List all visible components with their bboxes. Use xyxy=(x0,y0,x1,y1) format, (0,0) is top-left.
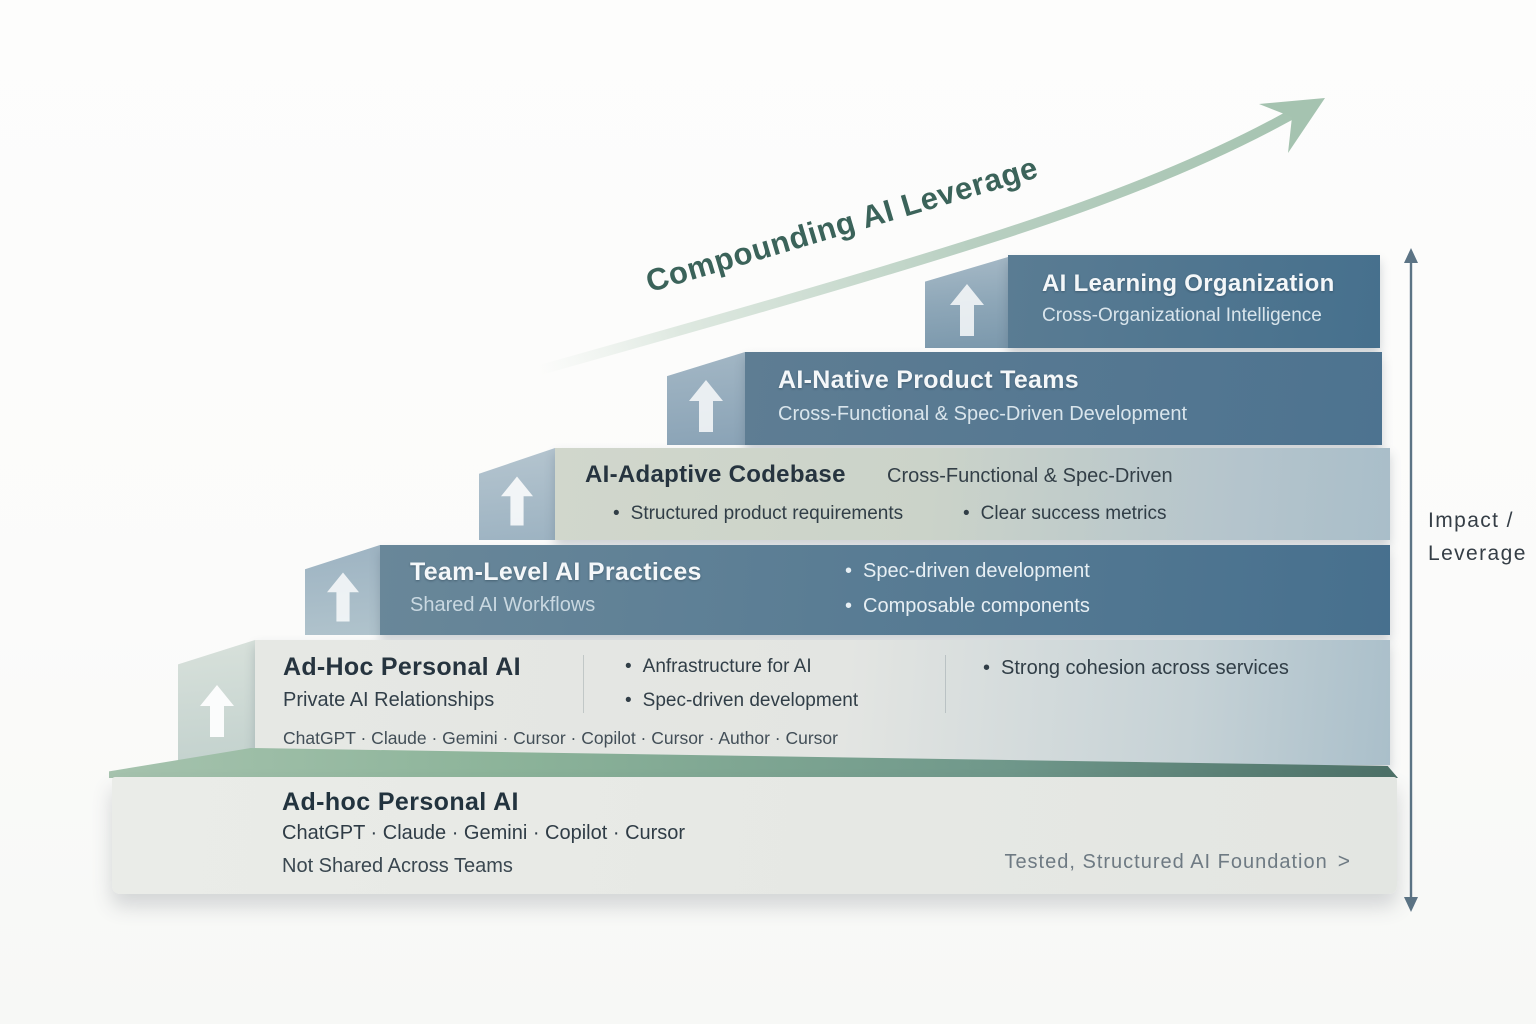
step-title: AI Learning Organization xyxy=(1042,270,1335,297)
step-bullet: Clear success metrics xyxy=(963,503,1167,525)
divider xyxy=(945,655,946,713)
step-bullet: Composable components xyxy=(845,595,1090,618)
step-subtitle: Cross-Functional & Spec-Driven Developme… xyxy=(778,403,1188,425)
step-ai-native-product-teams: AI-Native Product Teams Cross-Functional… xyxy=(745,352,1382,445)
step-ad-hoc-personal-ai: Ad-Hoc Personal AI Private AI Relationsh… xyxy=(255,640,1390,765)
step-tagline: Cross-Functional & Spec-Driven xyxy=(887,465,1173,487)
up-arrow-icon xyxy=(501,476,533,526)
divider xyxy=(583,655,584,713)
step-bullet: Spec-driven development xyxy=(845,560,1090,583)
foundation-note: Not Shared Across Teams xyxy=(282,855,513,877)
up-arrow-icon xyxy=(326,572,359,622)
step-ai-learning-organization: AI Learning Organization Cross-Organizat… xyxy=(1008,255,1380,348)
step-title: AI-Native Product Teams xyxy=(778,366,1079,394)
step-bullet: Structured product requirements xyxy=(613,503,903,525)
step-title: Team-Level AI Practices xyxy=(410,558,702,586)
axis-label-line1: Impact / xyxy=(1428,509,1514,532)
axis-label-line2: Leverage xyxy=(1428,542,1527,565)
step-subtitle: Cross-Organizational Intelligence xyxy=(1042,305,1322,326)
step-subtitle: Shared AI Workflows xyxy=(410,594,596,616)
step-bullet: Anfrastructure for AI xyxy=(625,656,812,678)
step-subtitle: Private AI Relationships xyxy=(283,689,495,711)
step-title: Ad-Hoc Personal AI xyxy=(283,653,521,681)
chevron-right-icon: > xyxy=(1337,850,1351,873)
step2-side-panel xyxy=(178,640,255,768)
foundation-title: Ad-hoc Personal AI xyxy=(282,788,519,816)
foundation-cta[interactable]: Tested, Structured AI Foundation > xyxy=(1004,850,1351,874)
step-title: AI-Adaptive Codebase xyxy=(585,461,846,488)
up-arrow-icon xyxy=(199,685,234,737)
up-arrow-icon xyxy=(689,379,723,432)
impact-axis-arrow xyxy=(1404,248,1418,912)
step6-side-panel xyxy=(925,257,1008,348)
foundation-tools-list: ChatGPT · Claude · Gemini · Copilot · Cu… xyxy=(282,822,686,844)
foundation-cta-label: Tested, Structured AI Foundation xyxy=(1004,851,1328,873)
step-ai-adaptive-codebase: AI-Adaptive Codebase Cross-Functional & … xyxy=(555,448,1390,540)
up-arrow-icon xyxy=(949,283,984,336)
axis-arrow-down-icon xyxy=(1404,897,1418,912)
arrowhead-icon xyxy=(1259,98,1325,153)
axis-arrow-up-icon xyxy=(1404,248,1418,263)
step-bullet: Strong cohesion across services xyxy=(983,657,1289,680)
axis-label: Impact / Leverage xyxy=(1428,504,1532,570)
step4-side-panel xyxy=(479,448,555,540)
step-tools-list: ChatGPT · Claude · Gemini · Cursor · Cop… xyxy=(283,728,838,748)
foundation-step: Ad-hoc Personal AI ChatGPT · Claude · Ge… xyxy=(112,777,1397,894)
step-bullet: Spec-driven development xyxy=(625,690,858,712)
step-team-level-ai-practices: Team-Level AI Practices Shared AI Workfl… xyxy=(380,545,1390,635)
